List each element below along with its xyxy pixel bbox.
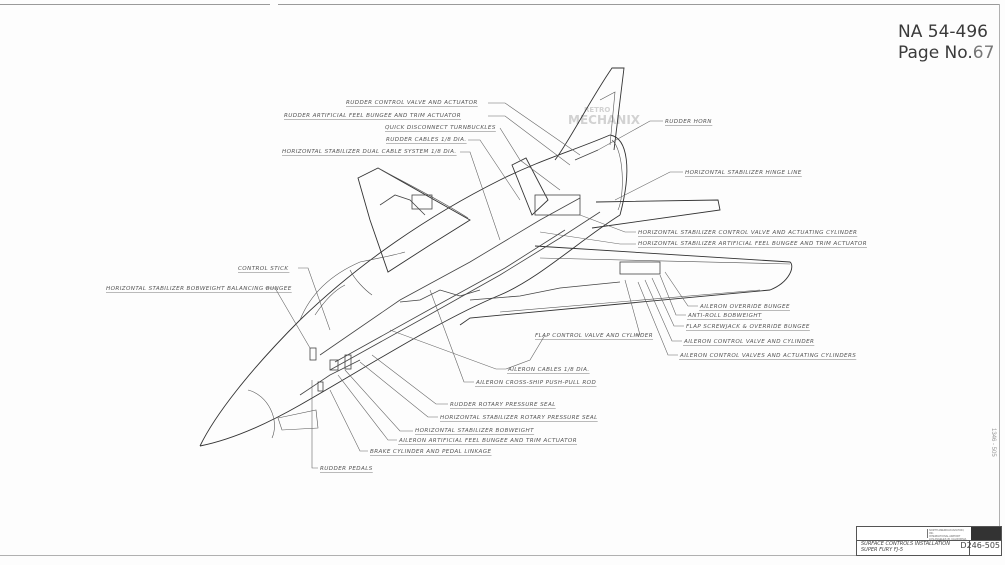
watermark-retro: RETRO <box>584 106 610 114</box>
callout-label: AILERON ARTIFICIAL FEEL BUNGEE AND TRIM … <box>398 438 577 444</box>
callout-label: ANTI-ROLL BOBWEIGHT <box>687 313 762 319</box>
company-line: NORTH AMERICAN AVIATION, INC. <box>929 529 965 535</box>
stamp-page-prefix: Page No. <box>898 43 973 63</box>
stamp-page-number: 67 <box>972 43 995 63</box>
callout-label: AILERON OVERRIDE BUNGEE <box>699 304 790 310</box>
callout-hstab-control-valve: HORIZONTAL STABILIZER CONTROL VALVE AND … <box>579 214 858 237</box>
callout-aileron-override-bungee: AILERON OVERRIDE BUNGEE <box>664 271 790 311</box>
callout-brake-cylinder: BRAKE CYLINDER AND PEDAL LINKAGE <box>329 389 492 456</box>
sheet-border-bottom <box>0 555 1000 556</box>
callout-aileron-control-valves-cyl: AILERON CONTROL VALVES AND ACTUATING CYL… <box>637 281 857 360</box>
callout-hstab-rotary-seal: HORIZONTAL STABILIZER ROTARY PRESSURE SE… <box>359 361 598 422</box>
callout-label: RUDDER PEDALS <box>320 466 373 472</box>
callout-rudder-rotary-seal: RUDDER ROTARY PRESSURE SEAL <box>371 354 556 409</box>
callout-rudder-horn: RUDDER HORN <box>597 119 713 151</box>
right-horizontal-stabilizer <box>591 199 721 229</box>
left-wing <box>357 167 471 273</box>
callout-hstab-dual-cable: HORIZONTAL STABILIZER DUAL CABLE SYSTEM … <box>282 149 501 241</box>
sheet-border-right <box>999 4 1000 554</box>
callout-label: HORIZONTAL STABILIZER ARTIFICIAL FEEL BU… <box>638 241 867 247</box>
callout-anti-roll-bobweight: ANTI-ROLL BOBWEIGHT <box>659 274 762 320</box>
title-block-approvals <box>861 529 928 538</box>
margin-handwritten-note: 1346 - 505 <box>990 428 996 457</box>
callout-aileron-artificial-feel: AILERON ARTIFICIAL FEEL BUNGEE AND TRIM … <box>337 374 578 445</box>
title-block: NORTH AMERICAN AVIATION, INC. INTERNATIO… <box>856 526 1002 556</box>
company-line: INTERNATIONAL AIRPORT <box>929 535 961 538</box>
callout-label: HORIZONTAL STABILIZER BOBWEIGHT BALANCIN… <box>106 286 292 292</box>
callout-label: HORIZONTAL STABILIZER CONTROL VALVE AND … <box>638 230 857 236</box>
company-line: LOS ANGELES 45, CALIFORNIA <box>929 538 969 541</box>
callout-label: FLAP SCREWJACK & OVERRIDE BUNGEE <box>686 324 810 330</box>
left-horizontal-stabilizer <box>511 157 549 216</box>
callout-label: HORIZONTAL STABILIZER ROTARY PRESSURE SE… <box>440 415 598 421</box>
callout-flap-screwjack: FLAP SCREWJACK & OVERRIDE BUNGEE <box>651 277 810 331</box>
right-wing <box>459 245 793 326</box>
callout-label: HORIZONTAL STABILIZER DUAL CABLE SYSTEM … <box>282 149 457 155</box>
callout-label: QUICK DISCONNECT TURNBUCKLES <box>385 125 496 131</box>
fuselage-outline <box>199 134 628 447</box>
title-block-divider <box>857 540 1001 541</box>
title-block-separator <box>969 540 970 555</box>
document-stamp: NA 54-496 Page No.67 <box>898 22 994 64</box>
callout-label: AILERON CONTROL VALVE AND CYLINDER <box>683 339 814 345</box>
callout-label: AILERON CONTROL VALVES AND ACTUATING CYL… <box>679 353 856 359</box>
callout-control-stick: CONTROL STICK <box>238 266 331 331</box>
drawing-title: SURFACE CONTROLS INSTALLATION SUPER FURY… <box>861 541 967 553</box>
callout-rudder-cables: RUDDER CABLES 1/8 DIA. <box>386 137 521 201</box>
callout-aileron-cross-ship: AILERON CROSS-SHIP PUSH-PULL ROD <box>429 289 597 387</box>
callout-aileron-cables: AILERON CABLES 1/8 DIA. <box>389 329 590 374</box>
callout-label: FLAP CONTROL VALVE AND CYLINDER <box>535 333 653 339</box>
callout-label: RUDDER ARTIFICIAL FEEL BUNGEE AND TRIM A… <box>284 113 461 119</box>
callout-label: HORIZONTAL STABILIZER BOBWEIGHT <box>415 428 534 434</box>
callout-label: CONTROL STICK <box>238 266 289 272</box>
watermark-mechanix: MECHANIX <box>568 113 641 127</box>
callout-hstab-artificial-feel: HORIZONTAL STABILIZER ARTIFICIAL FEEL BU… <box>539 231 867 248</box>
callout-label: AILERON CABLES 1/8 DIA. <box>507 367 590 373</box>
sheet-border-top-right <box>278 4 1000 5</box>
callout-label: RUDDER CABLES 1/8 DIA. <box>386 137 467 143</box>
stamp-document-number: NA 54-496 <box>898 22 988 42</box>
callout-hstab-bobweight: HORIZONTAL STABILIZER BOBWEIGHT <box>344 369 535 435</box>
callout-flap-control-valve: FLAP CONTROL VALVE AND CYLINDER <box>535 279 654 340</box>
drawing-number: D246-505 <box>960 541 1000 550</box>
callout-quick-disconnect: QUICK DISCONNECT TURNBUCKLES <box>385 125 561 191</box>
callout-label: BRAKE CYLINDER AND PEDAL LINKAGE <box>370 449 492 455</box>
sheet-border-top-left <box>0 4 270 5</box>
drawing-title-line1: SURFACE CONTROLS INSTALLATION <box>861 541 950 547</box>
callout-label: RUDDER CONTROL VALVE AND ACTUATOR <box>346 100 478 106</box>
callout-rudder-pedals: RUDDER PEDALS <box>311 380 373 473</box>
control-system-runs <box>299 149 661 396</box>
vertical-tail <box>554 67 625 161</box>
callout-hstab-bobweight-bungee: HORIZONTAL STABILIZER BOBWEIGHT BALANCIN… <box>106 286 311 349</box>
callout-label: HORIZONTAL STABILIZER HINGE LINE <box>685 170 802 176</box>
title-block-dark-cell <box>971 527 1001 540</box>
callout-rudder-control-valve: RUDDER CONTROL VALVE AND ACTUATOR <box>346 100 581 156</box>
callout-label: RUDDER HORN <box>665 119 712 125</box>
callout-hstab-hinge-line: HORIZONTAL STABILIZER HINGE LINE <box>614 170 802 201</box>
title-block-company: NORTH AMERICAN AVIATION, INC. INTERNATIO… <box>929 529 969 541</box>
callout-aileron-control-valve: AILERON CONTROL VALVE AND CYLINDER <box>644 279 815 346</box>
callout-label: RUDDER ROTARY PRESSURE SEAL <box>450 402 556 408</box>
drawing-title-line2: SUPER FURY FJ-5 <box>861 547 904 553</box>
callout-rudder-artificial-feel: RUDDER ARTIFICIAL FEEL BUNGEE AND TRIM A… <box>284 113 571 166</box>
stamp-page: Page No.67 <box>898 43 994 64</box>
callout-label: AILERON CROSS-SHIP PUSH-PULL ROD <box>475 380 596 386</box>
